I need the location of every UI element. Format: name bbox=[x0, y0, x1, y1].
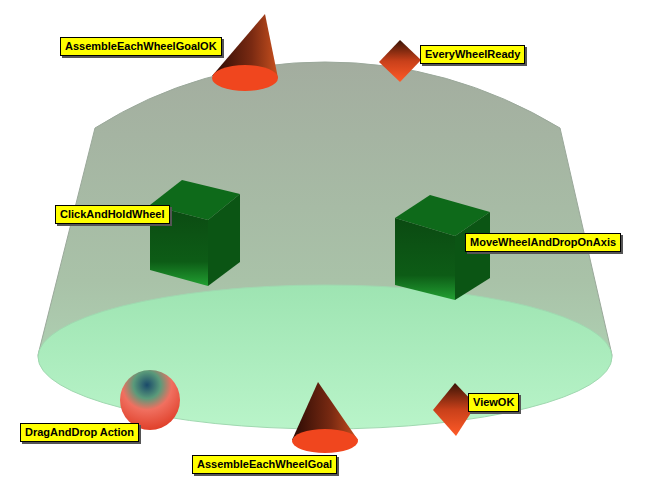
label-text: DragAndDrop Action bbox=[25, 426, 134, 439]
label-text: ViewOK bbox=[473, 396, 514, 409]
label-box: EveryWheelReady bbox=[420, 45, 525, 64]
label-text: AssembleEachWheelGoalOK bbox=[65, 40, 217, 53]
label-text: ClickAndHoldWheel bbox=[60, 208, 165, 221]
label-box: AssembleEachWheelGoalOK bbox=[60, 37, 222, 56]
label-box: AssembleEachWheelGoal bbox=[192, 455, 337, 474]
label-text: EveryWheelReady bbox=[425, 48, 520, 61]
label-text: MoveWheelAndDropOnAxis bbox=[470, 236, 616, 249]
sphere-symbol bbox=[120, 370, 180, 430]
label-box: MoveWheelAndDropOnAxis bbox=[465, 233, 621, 252]
label-box: DragAndDrop Action bbox=[20, 423, 139, 442]
label-box: ViewOK bbox=[468, 393, 519, 412]
diamond-symbol bbox=[379, 40, 421, 82]
cube-symbol bbox=[150, 180, 240, 286]
cone-symbol bbox=[292, 382, 358, 453]
label-text: AssembleEachWheelGoal bbox=[197, 458, 332, 471]
cone-symbol bbox=[212, 14, 278, 91]
label-box: ClickAndHoldWheel bbox=[55, 205, 170, 224]
